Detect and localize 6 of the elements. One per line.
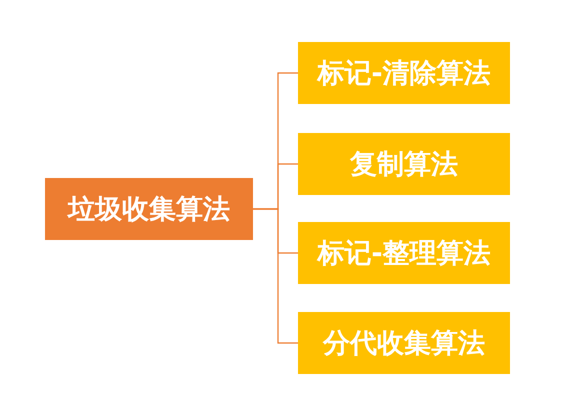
subtopic-box: 标记-清除算法 bbox=[298, 42, 510, 104]
subtopic-box: 分代收集算法 bbox=[298, 312, 510, 374]
connector-line bbox=[253, 208, 298, 344]
subtopic-box: 复制算法 bbox=[298, 133, 510, 195]
subtopic-box: 标记-整理算法 bbox=[298, 222, 510, 284]
root-topic-box: 垃圾收集算法 bbox=[45, 178, 253, 240]
